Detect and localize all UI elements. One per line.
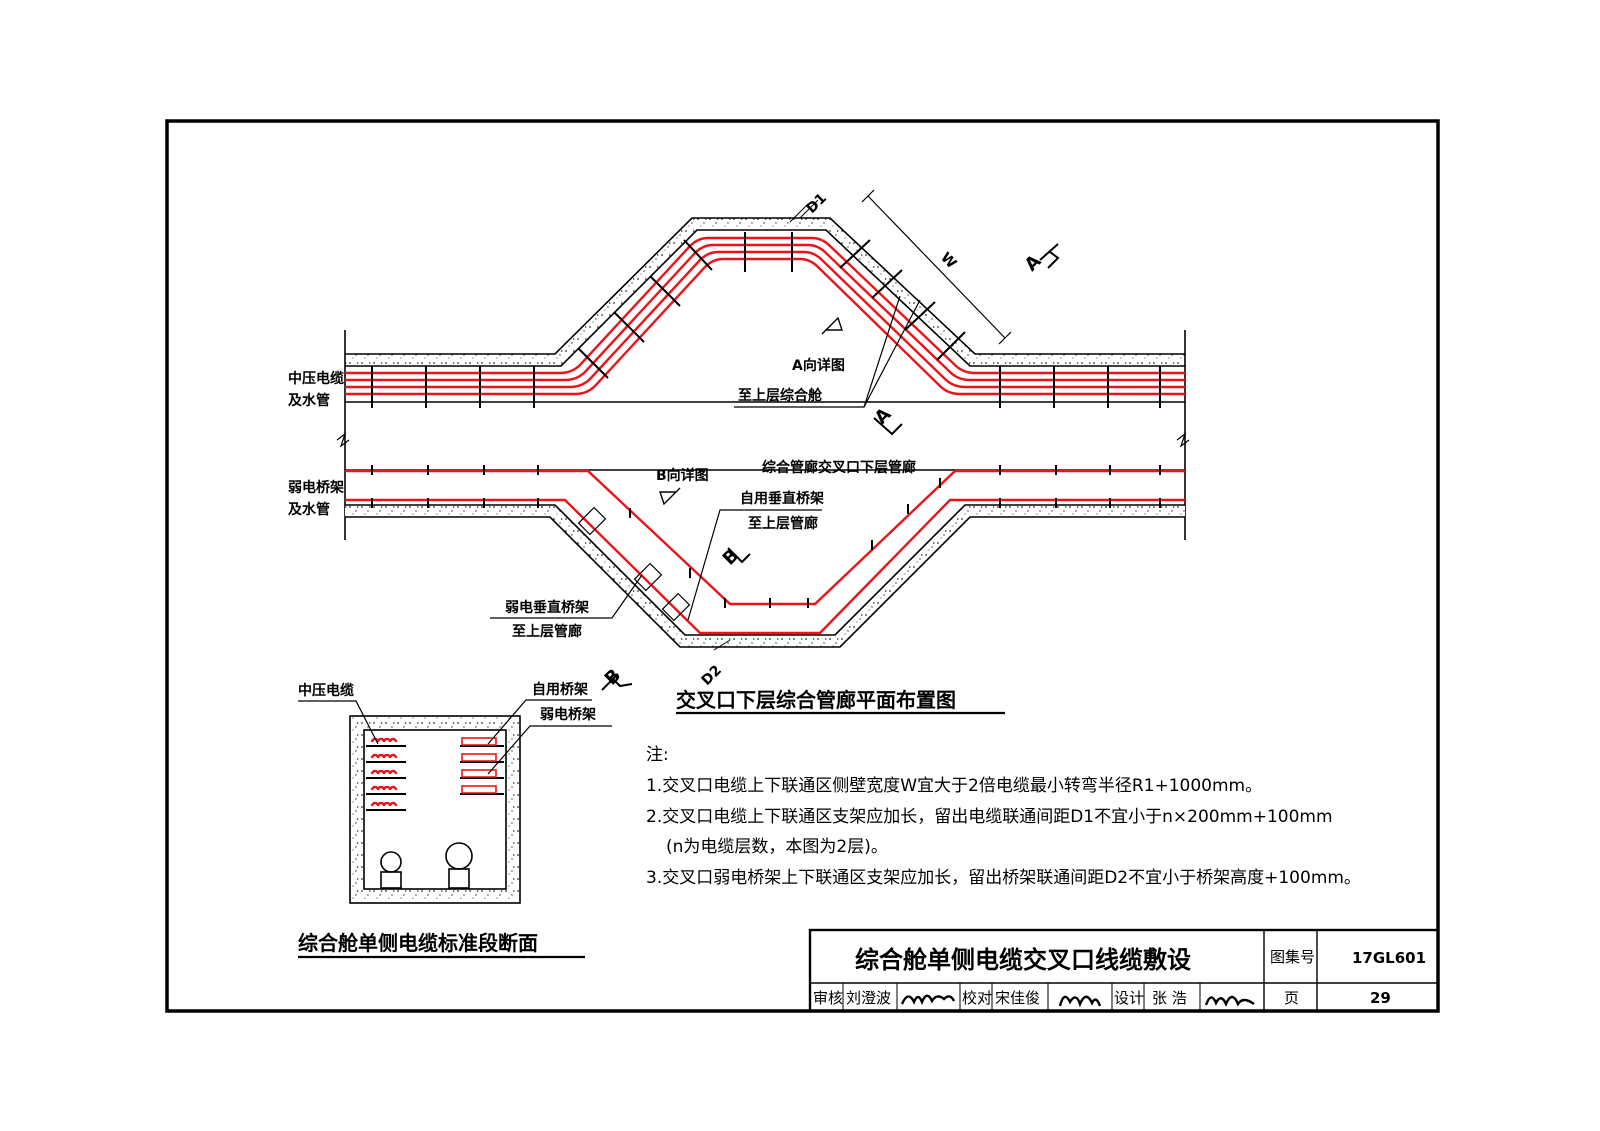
reviewer-name: 刘澄波	[846, 989, 891, 1007]
lower-corridor: 弱电桥架 及水管 综合管廊交叉口下层管廊 B向详图 自用垂直桥架 至上层管廊 弱…	[288, 445, 1186, 691]
section-trays	[460, 737, 504, 795]
b-detail-arrow-icon	[659, 487, 681, 506]
mv-cable-label-1: 中压电缆	[288, 370, 344, 387]
note-1: 1.交叉口电缆上下联通区侧壁宽度W宜大于2倍电缆最小转弯半径R1+1000mm。	[646, 776, 1262, 796]
mv-cable-label-2: 及水管	[288, 392, 330, 409]
svg-text:A: A	[1021, 251, 1046, 276]
sec-weak-tray-label: 弱电桥架	[540, 706, 596, 723]
cross-section: 中压电缆 自用桥架 弱电桥架 综合舱单侧电缆标准段断面	[298, 681, 612, 959]
mv-cable-bundle	[345, 236, 1185, 396]
weak-vtray-leader	[490, 574, 643, 619]
weak-tray-label-2: 及水管	[288, 501, 330, 518]
self-tray-leader	[687, 509, 822, 621]
atlas-number: 17GL601	[1352, 949, 1426, 967]
reviewer-signature-icon	[900, 994, 956, 1006]
note-2: 2.交叉口电缆上下联通区支架应加长，留出电缆联通间距D1不宜小于n×200mm+…	[646, 807, 1333, 827]
notes: 注: 1.交叉口电缆上下联通区侧壁宽度W宜大于2倍电缆最小转弯半径R1+1000…	[646, 745, 1361, 888]
page-number: 29	[1370, 989, 1391, 1007]
a-detail-arrow-icon	[821, 316, 843, 335]
lower-corridor-label: 综合管廊交叉口下层管廊	[762, 459, 916, 476]
upper-corridor: 中压电缆 及水管 D1 W A A A向详图 至	[288, 189, 1190, 448]
view-a-top: A	[1021, 243, 1060, 276]
upper-brackets	[371, 232, 1161, 408]
checker-name: 宋佳俊	[995, 989, 1040, 1007]
section-mv-cables	[366, 737, 406, 811]
check-label: 校对	[962, 989, 992, 1007]
view-b-bottom: B	[601, 665, 633, 691]
designer-signature-icon	[1204, 995, 1255, 1007]
svg-text:D2: D2	[699, 662, 725, 688]
svg-text:A: A	[871, 404, 896, 429]
plan-title: 交叉口下层综合管廊平面布置图	[676, 688, 956, 712]
checker-signature-icon	[1058, 995, 1102, 1008]
note-3: 3.交叉口弱电桥架上下联通区支架应加长，留出桥架联通间距D2不宜小于桥架高度+1…	[646, 868, 1361, 888]
svg-text:B: B	[719, 545, 744, 570]
to-upper-cabin-label: 至上层综合舱	[738, 387, 823, 404]
sec-mv-cable-label: 中压电缆	[298, 682, 354, 699]
weak-tray-label-1: 弱电桥架	[288, 479, 344, 496]
vertical-trays	[577, 506, 691, 622]
svg-text:W: W	[937, 250, 959, 272]
weak-vtray-label-2: 至上层管廊	[512, 623, 582, 640]
sec-self-tray-label: 自用桥架	[532, 681, 588, 698]
weak-vtray-label-1: 弱电垂直桥架	[505, 599, 589, 616]
self-tray-label-2: 至上层管廊	[748, 515, 818, 532]
a-detail-label: A向详图	[792, 357, 845, 374]
note-2-cont: (n为电缆层数，本图为2层)。	[666, 837, 888, 857]
page-label: 页	[1284, 989, 1299, 1007]
b-detail-label: B向详图	[656, 467, 709, 484]
self-tray-label-1: 自用垂直桥架	[740, 490, 824, 507]
review-label: 审核	[813, 989, 843, 1007]
view-b-top: B	[719, 545, 751, 570]
designer-name: 张 浩	[1152, 989, 1187, 1007]
section-pipes	[380, 842, 473, 889]
title-block: 综合舱单侧电缆交叉口线缆敷设 图集号 17GL601 审核 刘澄波 校对 宋佳俊…	[808, 928, 1440, 1013]
lower-brackets	[371, 465, 1161, 608]
notes-heading: 注:	[646, 745, 669, 765]
section-title: 综合舱单侧电缆标准段断面	[298, 931, 538, 955]
svg-text:D1: D1	[804, 190, 830, 216]
drawing-title: 综合舱单侧电缆交叉口线缆敷设	[855, 946, 1191, 974]
sheet-frame	[165, 119, 1440, 1013]
dim-w: W	[861, 189, 1012, 345]
design-label: 设计	[1114, 989, 1144, 1007]
weak-tray-lines	[345, 469, 1185, 635]
atlas-label: 图集号	[1270, 948, 1315, 966]
view-a-bottom: A	[871, 404, 903, 436]
